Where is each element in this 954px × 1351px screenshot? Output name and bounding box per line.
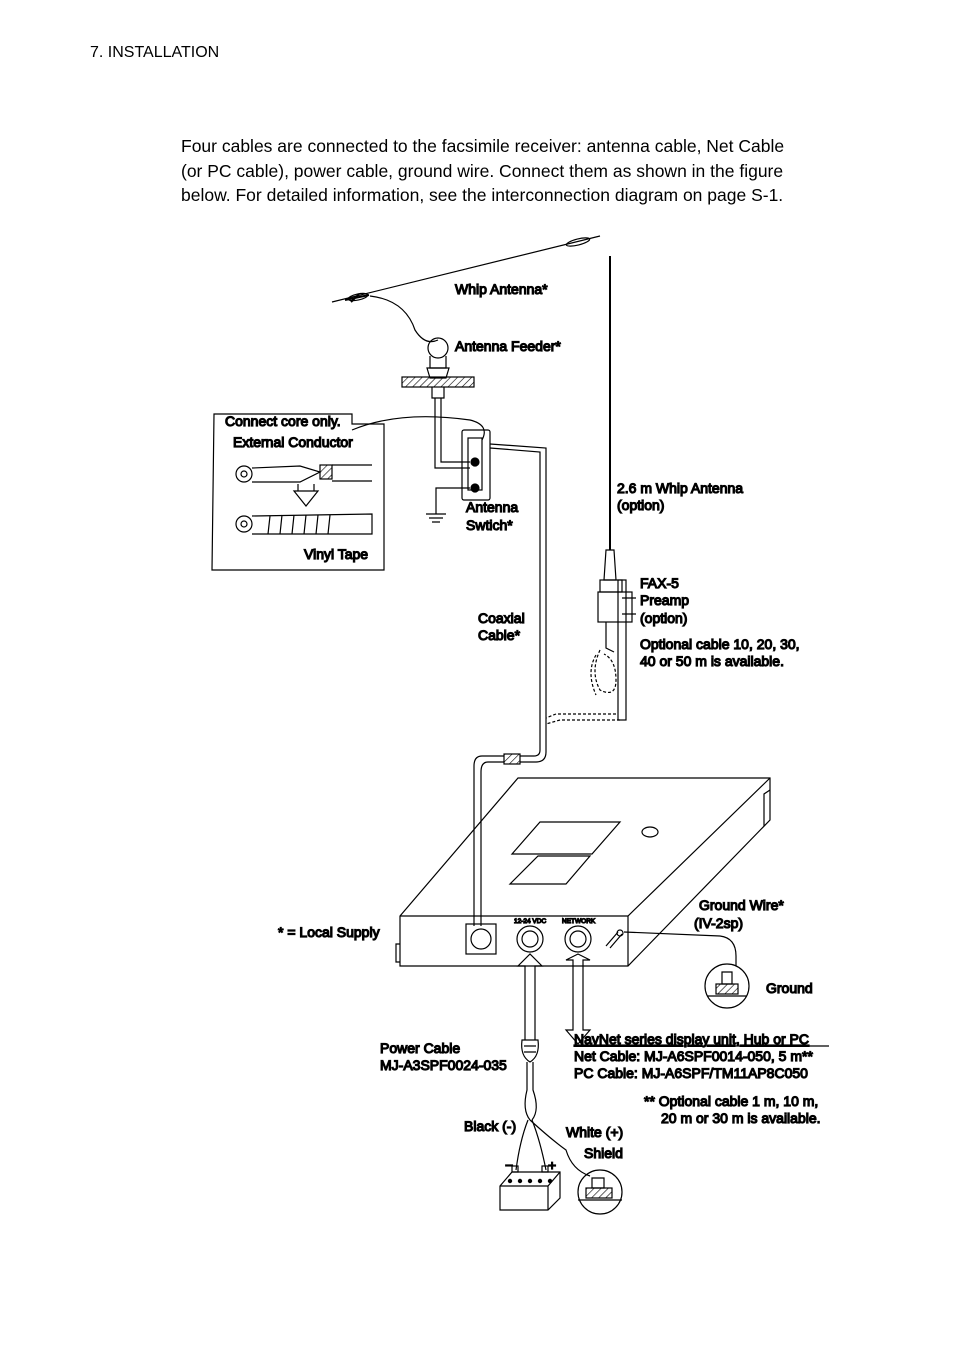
antenna-switch-label: Swtich* bbox=[466, 517, 513, 533]
ground-wire-label: (IV-2sp) bbox=[694, 915, 743, 931]
antenna-switch-label: Antenna bbox=[466, 499, 518, 515]
network-arrow bbox=[564, 953, 592, 1045]
feeder-lines bbox=[434, 398, 470, 469]
whip-26-label: 2.6 m Whip Antenna bbox=[617, 480, 743, 496]
power-cable-label: Power Cable bbox=[380, 1040, 460, 1056]
intro-line: (or PC cable), power cable, ground wire.… bbox=[181, 160, 784, 181]
vinyl-tape-label: Vinyl Tape bbox=[304, 546, 368, 562]
intro-line: below. For detailed information, see the… bbox=[181, 185, 784, 205]
intro-paragraph: Four cables are connected to the facsimi… bbox=[181, 134, 841, 208]
whip-antenna-26m bbox=[545, 256, 636, 725]
whip-26-label: (option) bbox=[617, 497, 664, 513]
local-supply-label: * = Local Supply bbox=[278, 924, 380, 940]
white-wire-label: White (+) bbox=[566, 1124, 623, 1140]
net-cable-label: Net Cable: MJ-A6SPF0014-050, 5 m** bbox=[574, 1048, 813, 1064]
fax5-label: FAX-5 bbox=[640, 575, 679, 591]
facsimile-receiver bbox=[395, 777, 771, 967]
pc-cable-label: PC Cable: MJ-A6SPF/TM11AP8C050 bbox=[574, 1065, 808, 1081]
port-network-label: NETWORK bbox=[562, 918, 596, 925]
black-wire-label: Black (-) bbox=[464, 1118, 516, 1134]
inset-connect-core bbox=[211, 413, 485, 571]
section-header: 7. INSTALLATION bbox=[90, 44, 220, 61]
coaxial-cable-label: Coaxial bbox=[478, 610, 525, 626]
optional-cable-label: 40 or 50 m is available. bbox=[640, 653, 784, 669]
minus-terminal-label: − bbox=[505, 1157, 513, 1173]
ground-wire bbox=[623, 931, 750, 1009]
ground-label: Ground bbox=[766, 980, 813, 996]
antenna-feeder bbox=[401, 337, 475, 399]
fax5-label: (option) bbox=[640, 610, 687, 626]
shield-label: Shield bbox=[584, 1145, 623, 1161]
power-cable-label: MJ-A3SPF0024-035 bbox=[380, 1057, 507, 1073]
external-conductor-label: External Conductor bbox=[233, 434, 353, 450]
optional-cable-label: ** Optional cable 1 m, 10 m, bbox=[644, 1093, 818, 1109]
plus-terminal-label: + bbox=[548, 1157, 556, 1173]
antenna-switch bbox=[426, 429, 547, 752]
connect-core-label: Connect core only. bbox=[225, 413, 341, 429]
port-power-label: 12-24 VDC bbox=[514, 918, 546, 925]
whip-antenna-label: Whip Antenna* bbox=[455, 281, 548, 297]
shield-ground bbox=[577, 1169, 623, 1215]
coaxial-cable-label: Cable* bbox=[478, 627, 521, 643]
coaxial-cable bbox=[473, 749, 547, 926]
fax5-label: Preamp bbox=[640, 592, 689, 608]
antenna-feeder-label: Antenna Feeder* bbox=[455, 338, 561, 354]
intro-line: Four cables are connected to the facsimi… bbox=[181, 136, 785, 156]
ground-wire-label: Ground Wire* bbox=[699, 897, 784, 913]
optional-cable-label: 20 m or 30 m is available. bbox=[661, 1110, 821, 1126]
battery bbox=[499, 1165, 561, 1211]
navnet-label: NavNet series display unit, Hub or PC bbox=[574, 1031, 809, 1047]
power-cable bbox=[515, 953, 591, 1177]
optional-cable-label: Optional cable 10, 20, 30, bbox=[640, 636, 800, 652]
